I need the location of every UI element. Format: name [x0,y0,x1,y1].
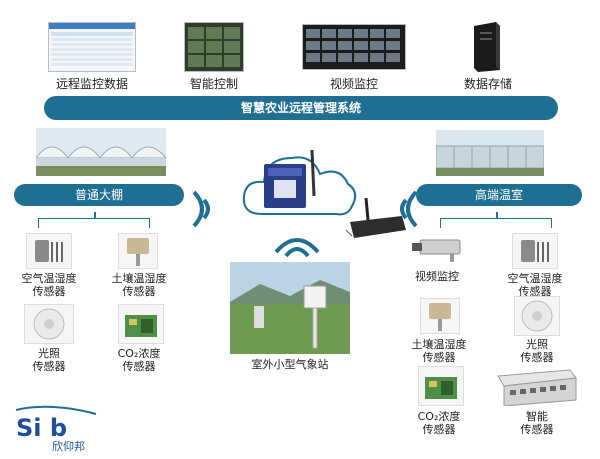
high-end-greenhouse-title-bar: 高端温室 [416,184,582,206]
top-item-label-data: 远程监控数据 [55,77,128,91]
right-item-5-line1: CO₂浓度 [417,410,461,423]
right-item-4-line1: 光照 [526,338,548,351]
system-title: 智慧农业远程管理系统 [240,101,361,115]
left-sensor-1-line2: 传感器 [32,285,66,298]
right-item-6-line1: 智能 [526,410,548,423]
wifi-signal-left-icon [190,186,224,232]
standard-greenhouse-title: 普通大棚 [74,188,123,202]
control-dashboard-icon [184,22,244,72]
left-sensor-3-line1: 光照 [38,347,60,360]
left-sensor-3-label: 光照 传感器 [10,347,88,373]
weather-station-label: 室外小型气象站 [251,358,329,371]
right-item-5-line2: 传感器 [422,423,456,436]
right-bracket [440,218,552,228]
right-item-1-label: 视频监控 [398,270,476,283]
right-item-5-label: CO₂浓度 传感器 [400,410,478,436]
left-bracket [38,218,150,228]
top-item-label-storage: 数据存储 [463,77,512,91]
data-dashboard-icon [48,22,136,72]
control-dashboard-graphic [185,23,243,71]
right-bracket-stem [496,212,498,219]
top-item-label-video: 视频监控 [329,77,378,91]
left-sensor-3-line2: 传感器 [32,360,66,373]
right-item-3-line2: 传感器 [422,351,456,364]
right-soil-humidity-sensor-image [420,298,460,334]
high-end-greenhouse-title: 高端温室 [474,188,523,202]
left-sensor-1-label: 空气温湿度 传感器 [10,272,88,298]
right-air-humidity-sensor-image [512,233,558,269]
right-item-3-line1: 土壤温湿度 [411,338,467,351]
camera-image [410,234,466,264]
right-co2-sensor-image [418,366,464,406]
wireless-router-icon [344,197,408,242]
data-dashboard-graphic [49,23,135,66]
weather-station-photo [230,262,350,354]
4g-gateway-icon [262,149,326,212]
smart-sensor-module-image [494,368,578,407]
right-item-2-line2: 传感器 [518,285,552,298]
right-item-2-label: 空气温湿度 传感器 [496,272,574,298]
right-item-1-line1: 视频监控 [415,270,459,283]
right-item-4-label: 光照 传感器 [498,338,576,364]
left-sensor-2-line2: 传感器 [122,285,156,298]
soil-humidity-sensor-image [118,233,158,269]
left-sensor-4-label: CO₂浓度 传感器 [100,347,178,373]
co2-sensor-image [118,304,164,344]
top-item-label-control: 智能控制 [189,77,238,91]
server-icon [470,22,504,72]
logo-name: 欣仰邦 [52,439,85,453]
logo-graphic: Si b 欣仰邦 [15,405,97,453]
right-item-6-line2: 传感器 [520,423,554,436]
standard-greenhouse-title-bar: 普通大棚 [14,184,184,206]
left-sensor-4-line1: CO₂浓度 [117,347,161,360]
company-logo: Si b 欣仰邦 [10,404,110,454]
standard-greenhouse-photo [35,128,168,176]
left-sensor-2-line1: 土壤温湿度 [111,272,167,285]
air-humidity-sensor-image [26,233,72,269]
light-sensor-image [24,304,74,344]
video-wall-icon [302,24,406,70]
right-item-6-label: 智能 传感器 [498,410,576,436]
left-sensor-1-line1: 空气温湿度 [21,272,77,285]
right-item-2-line1: 空气温湿度 [507,272,563,285]
right-item-4-line2: 传感器 [520,351,554,364]
right-item-3-label: 土壤温湿度 传感器 [400,338,478,364]
wifi-signal-right-icon [386,186,420,232]
left-sensor-2-label: 土壤温湿度 传感器 [100,272,178,298]
high-end-greenhouse-photo [435,130,545,176]
left-sensor-4-line2: 传感器 [122,360,156,373]
server-graphic [474,22,500,72]
video-wall-graphic [303,25,405,69]
left-bracket-stem [94,212,96,219]
wifi-signal-center-icon [272,228,322,258]
logo-mark: Si b [16,414,67,442]
system-title-bar: 智慧农业远程管理系统 [44,96,558,120]
right-light-sensor-image [514,296,560,336]
